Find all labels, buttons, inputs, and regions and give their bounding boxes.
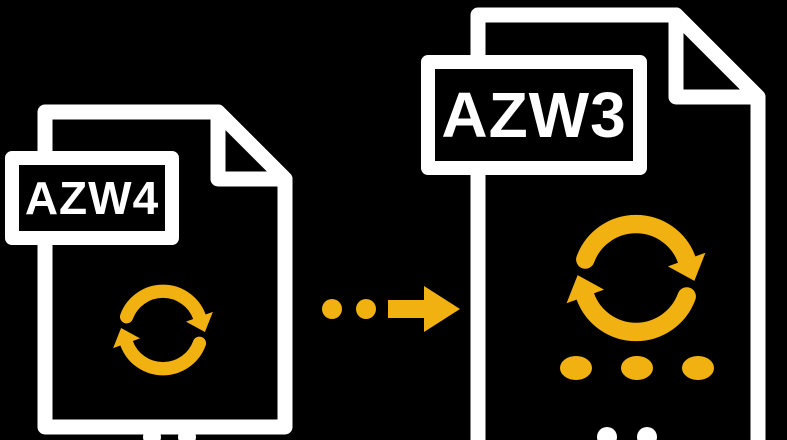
page-dot (143, 428, 161, 440)
folded-corner-icon (668, 7, 766, 105)
ellipsis-dot (621, 356, 653, 380)
target-file-icon: AZW3 (421, 7, 766, 440)
conversion-arrow (322, 286, 460, 332)
ellipsis-dot (560, 356, 592, 380)
arrow-dot (322, 299, 342, 319)
file-type-badge (421, 55, 647, 175)
arrow-shaft (388, 300, 426, 318)
target-file-label: AZW3 (441, 79, 626, 151)
page-dot (637, 427, 657, 440)
source-file-label: AZW4 (25, 172, 159, 224)
right-arrow-icon (424, 286, 460, 332)
page-dot (597, 427, 617, 440)
page-dot (178, 428, 196, 440)
ellipsis-dot (682, 356, 714, 380)
folded-corner-icon (210, 104, 293, 187)
file-type-badge (5, 151, 179, 245)
arrow-dot (356, 299, 376, 319)
source-file-icon: AZW4 (5, 104, 293, 440)
